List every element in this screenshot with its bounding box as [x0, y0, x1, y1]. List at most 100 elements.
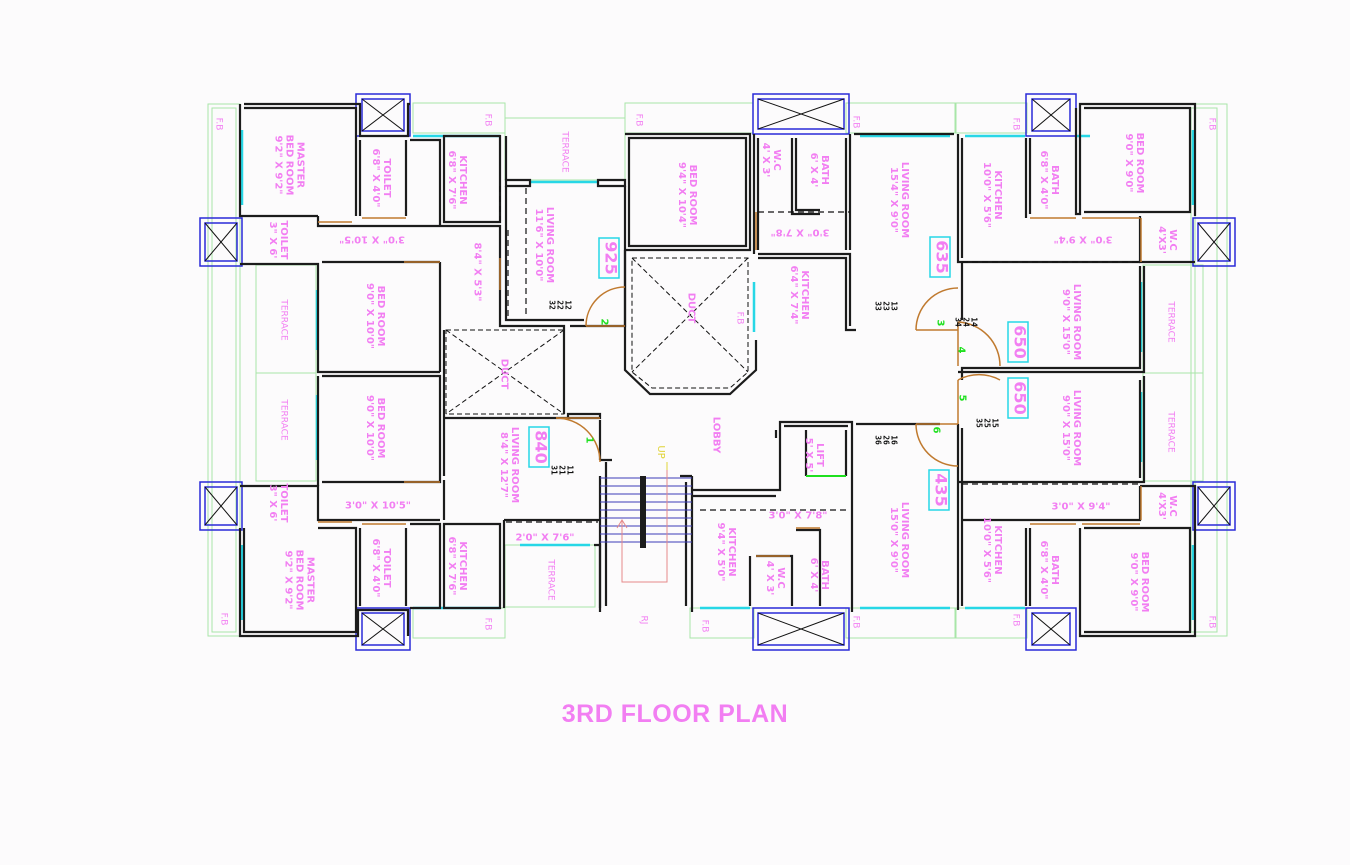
room-label-g_bath: BATH6' X 4' [808, 558, 830, 593]
room-label-e_living: LIVING ROOM9'0" X 15'0" [1060, 390, 1082, 466]
unit-area-6: 435 [932, 473, 951, 506]
flat-stack-1: 122232 [548, 300, 573, 310]
unit-tag-box-2 [929, 236, 951, 278]
room-label-c_living: LIVING ROOM15'4" X 9'0" [888, 162, 910, 238]
area-label-terrace_r2: TERRACE [1166, 410, 1176, 453]
room-label-b_pass: 3'0" X 7'8" [770, 227, 829, 238]
area-label-fb2: F.B [483, 114, 493, 127]
area-label-fb8: F.B [483, 618, 493, 631]
area-label-fb_k: F.B [735, 312, 745, 325]
flat-stack-5: 162636 [874, 435, 899, 445]
unit-tag-box-4 [1007, 377, 1029, 419]
flat-stack-6: 112131 [550, 465, 575, 475]
room-label-h_pass2: 2'0" X 7'6" [515, 533, 574, 544]
room-label-c_bed: BED ROOM9'0" X 9'0" [1123, 133, 1145, 194]
area-label-fb10: F.B [851, 616, 861, 629]
staircase: UP [600, 445, 692, 583]
room-label-b_bed: BED ROOM9'4" X 10'4" [676, 162, 698, 228]
area-label-fb7: F.B [219, 613, 229, 626]
door-number-3: 3 [935, 320, 946, 327]
room-label-f_pass: 3'0" X 9'4" [1051, 502, 1110, 513]
room-label-c_wc: W.C4'X3' [1156, 226, 1178, 254]
flat-stack-4: 152535 [975, 418, 1000, 428]
room-label-h_toilet2: TOILET3" X 6' [267, 483, 289, 522]
unit-tag-box-1 [598, 237, 620, 279]
stair-up-label: UP [655, 445, 666, 458]
plan-title: 3RD FLOOR PLAN [561, 700, 789, 728]
unit-tag-box-5 [528, 426, 550, 468]
room-labels: MASTERBED ROOM9'2" X 9'2" TOILET6'8" X 4'… [267, 133, 1178, 613]
door-number-2: 2 [599, 319, 610, 326]
room-label-b_kitchen: KITCHEN6'4" X 7'4" [788, 265, 810, 324]
area-label-fb9: F.B [700, 620, 710, 633]
door-number-5: 5 [957, 395, 968, 402]
unit-area-4: 650 [1011, 381, 1030, 414]
door-number-6: 6 [931, 427, 942, 434]
room-label-h_pass: 3'0" X 10'5" [345, 501, 411, 512]
room-label-h_living: LIVING ROOM8'4" X 12'7" [498, 427, 520, 503]
room-label-f_kitchen: KITCHEN10'0" X 5'6" [981, 517, 1003, 583]
room-label-f_living: LIVING ROOM15'0" X 9'0" [888, 502, 910, 578]
unit-area-2: 635 [933, 240, 952, 273]
area-label-terrace_l2: TERRACE [279, 398, 289, 441]
area-label-fb12: F.B [1207, 616, 1217, 629]
room-label-g_kitchen: KITCHEN9'4" X 5'0" [715, 522, 737, 581]
room-label-c_pass: 3'0" X 9'4" [1053, 234, 1112, 245]
unit-tag-box-3 [1007, 321, 1029, 363]
area-label-fb6: F.B [1207, 118, 1217, 131]
room-label-a_living: LIVING ROOM11'6" X 10'0" [533, 207, 555, 283]
room-label-f_wc: W.C4'X3' [1156, 492, 1178, 520]
area-label-fb11: F.B [1011, 614, 1021, 627]
area-label-fb3: F.B [634, 114, 644, 127]
duct-crosses [204, 98, 1231, 646]
unit-area-1: 925 [602, 241, 621, 274]
room-label-a_toilet2: TOILET3" X 6' [267, 220, 289, 259]
room-label-g_pass: 3'0" X 7'8" [768, 511, 827, 522]
room-label-a_kitchen: KITCHEN6'8" X 7'6" [446, 150, 468, 209]
room-label-a_master: MASTERBED ROOM9'2" X 9'2" [273, 135, 306, 196]
flat-stack-3: 142434 [954, 317, 979, 327]
area-labels: TERRACE TERRACE TERRACE TERRACE TERRACE TERRA… [214, 114, 1217, 633]
room-label-h_bed: BED ROOM9'0" X 10'0" [364, 395, 386, 461]
room-label-duct1: DUCT [686, 293, 697, 324]
room-label-b_wc: W.C4' X 3' [760, 143, 782, 178]
room-label-d_living: LIVING ROOM9'0" X 15'0" [1060, 284, 1082, 360]
flat-stack-2: 132333 [874, 301, 899, 311]
openings [499, 186, 1140, 523]
room-label-b_bath: BATH6' X 4' [808, 153, 830, 188]
room-label-h_master: MASTERBED ROOM9'2" X 9'2" [283, 550, 316, 611]
door-number-4: 4 [956, 347, 967, 354]
room-label-lift: LIFT5' X 5' [803, 438, 825, 473]
room-label-f_bath: BATH6'8" X 4'0" [1038, 540, 1060, 599]
room-label-f_bed: BED ROOM9'0" X 9'0" [1128, 552, 1150, 613]
room-label-duct2: DUCT [499, 359, 510, 390]
duct-shafts [199, 93, 1236, 651]
room-label-c_kitchen: KITCHEN10'0" X 5'6" [981, 162, 1003, 228]
area-label-fb4: F.B [851, 116, 861, 129]
flat-number-stacks: 122232 132333 142434 152535 162636 112131 [548, 300, 1000, 475]
area-label-fb1: F.B [214, 118, 224, 131]
room-label-h_toilet: TOILET6'8" X 4'0" [370, 538, 392, 597]
area-label-rj: RJ [639, 616, 649, 625]
unit-tag-box-6 [928, 469, 950, 511]
unit-area-3: 650 [1011, 325, 1030, 358]
area-label-terrace_l1: TERRACE [279, 298, 289, 341]
door-numbers: 1 2 3 4 5 6 [584, 319, 968, 444]
room-label-g_wc: W.C4' X 3' [764, 561, 786, 596]
door-number-1: 1 [584, 437, 595, 444]
internal-ducts [445, 257, 749, 415]
room-label-c_bath: BATH6'8" X 4'0" [1038, 150, 1060, 209]
room-label-lobby: LOBBY [711, 417, 722, 454]
walls [238, 102, 1197, 638]
area-label-terrace_bot: TERRACE [546, 558, 556, 601]
area-label-terrace_r1: TERRACE [1166, 300, 1176, 343]
area-label-terrace_top: TERRACE [560, 130, 570, 173]
doors [318, 212, 1142, 557]
room-label-h_kitchen: KITCHEN6'8" X 7'6" [446, 536, 468, 595]
area-label-fb5: F.B [1011, 118, 1021, 131]
unit-area-5: 840 [532, 430, 551, 463]
room-label-a_pass: 3'0" X 10'5" [339, 234, 405, 245]
room-label-a_dim: 8'4" X 5'3" [472, 242, 483, 301]
